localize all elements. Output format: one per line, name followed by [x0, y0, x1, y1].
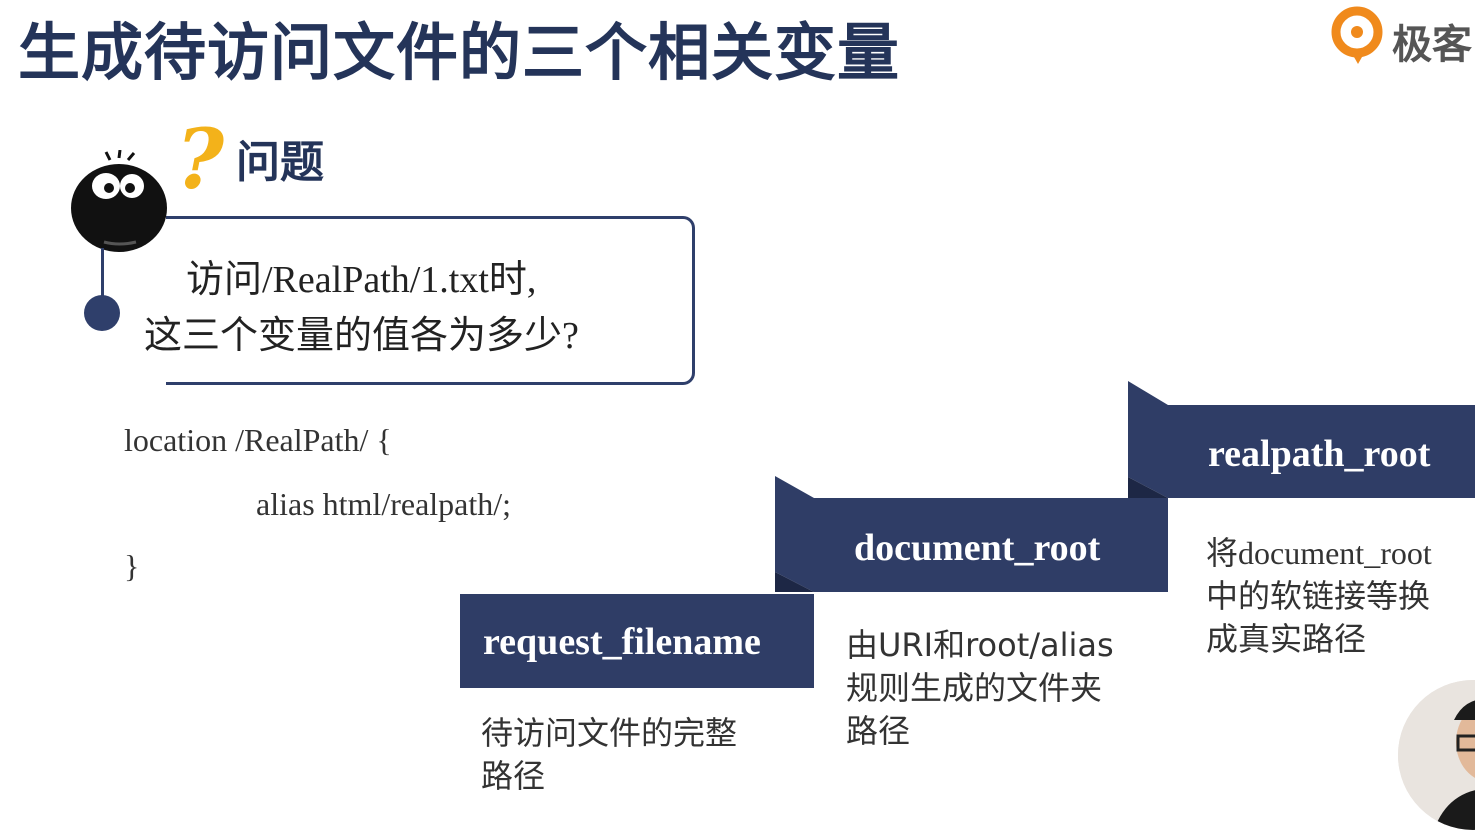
desc-line: 成真实路径 [1206, 620, 1367, 658]
desc-line: 将document_root [1206, 535, 1432, 571]
connector-dot [84, 295, 120, 331]
slide-title: 生成待访问文件的三个相关变量 [18, 16, 901, 89]
step-desc-realpath-root: 将document_root 中的软链接等换 成真实路径 [1206, 532, 1432, 661]
desc-line: 路径 [846, 712, 911, 750]
desc-line: 中的软链接等换 [1206, 577, 1431, 615]
question-mark-icon: ? [176, 112, 225, 208]
desc-line: 规则生成的文件夹 [846, 669, 1103, 707]
question-line-1: 访问/RealPath/1.txt时, [186, 259, 537, 301]
question-box [166, 216, 695, 385]
question-label: 问题 [236, 137, 324, 188]
desc-line: 路径 [481, 757, 546, 795]
logo-icon [1331, 6, 1383, 64]
step-desc-request-filename: 待访问文件的完整 路径 [481, 712, 737, 798]
code-line-1: location /RealPath/ { [124, 422, 392, 458]
step-label-document-root: document_root [854, 527, 1101, 569]
code-line-2: alias html/realpath/; [256, 486, 512, 522]
cartoon-face-icon [71, 150, 167, 252]
question-line-2: 这三个变量的值各为多少? [144, 315, 579, 357]
staircase-graphic [460, 381, 1475, 688]
code-line-3: } [124, 548, 140, 584]
desc-line: 由URI和root/alias [846, 626, 1114, 664]
step-desc-document-root: 由URI和root/alias 规则生成的文件夹 路径 [846, 624, 1114, 753]
connector-line [101, 248, 104, 298]
step-label-request-filename: request_filename [483, 621, 761, 663]
brand-logo: 极客 [1330, 4, 1475, 68]
desc-line: 待访问文件的完整 [481, 714, 738, 752]
step-label-realpath-root: realpath_root [1208, 433, 1431, 475]
logo-text: 极客 [1392, 22, 1472, 68]
